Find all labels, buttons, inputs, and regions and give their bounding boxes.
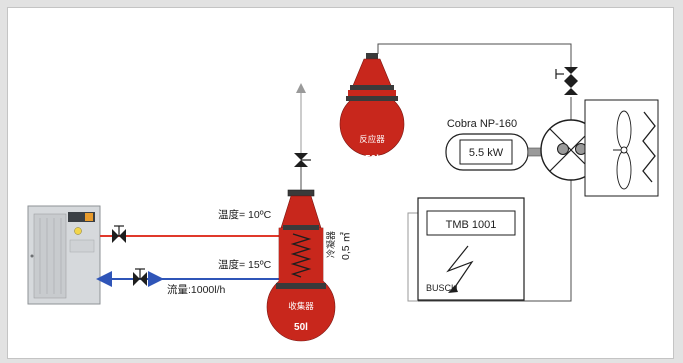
coolant-lines — [96, 235, 286, 287]
process-piping — [377, 43, 572, 302]
controller-brand: BUSCH — [426, 283, 458, 293]
valve-icon[interactable] — [294, 153, 311, 167]
diagram-frame — [7, 7, 674, 359]
pump-model-label: Cobra NP-160 — [447, 118, 517, 130]
reactor-label: 反应器 — [359, 134, 385, 144]
condenser-coil-icon — [290, 233, 312, 278]
controller-box — [417, 197, 525, 301]
motor-power-label: 5.5 kW — [469, 147, 504, 159]
collector-label: 收集器 — [288, 301, 314, 311]
chiller-unit — [27, 205, 101, 305]
temp-in-label: 温度= 10ºC — [218, 208, 272, 221]
collector-vessel — [266, 189, 336, 342]
fan-icon — [613, 110, 632, 190]
condenser-area-label: 0,5 ㎡ — [340, 231, 352, 260]
valve-icon[interactable] — [112, 225, 126, 243]
valve-icon[interactable] — [133, 268, 147, 286]
collector-volume: 50l — [294, 322, 308, 333]
flow-rate-label: 流量:1000l/h — [167, 283, 226, 296]
reactor-volume: 50l — [365, 154, 379, 165]
condenser-label: 冷凝器 — [325, 231, 336, 258]
valve-icon[interactable] — [564, 81, 578, 95]
lightning-icon — [446, 245, 474, 291]
reactor-vessel — [339, 53, 405, 157]
motor — [445, 133, 547, 171]
controller-label: TMB 1001 — [446, 219, 497, 231]
temp-out-label: 温度= 15ºC — [218, 258, 272, 271]
valve-icon[interactable] — [555, 67, 578, 81]
